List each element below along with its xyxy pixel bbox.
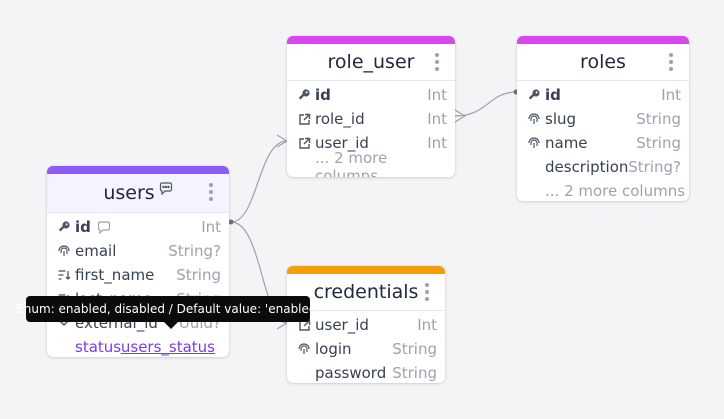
table-color-bar [287, 36, 455, 44]
column-name: email [75, 242, 117, 260]
column-type: Int [427, 110, 447, 128]
column-row[interactable]: description String? [517, 155, 689, 179]
column-name: slug [545, 110, 577, 128]
table-color-bar [517, 36, 689, 44]
column-type: String [636, 134, 681, 152]
more-columns-label: ... 2 more columns [545, 182, 686, 200]
more-options-icon[interactable] [669, 53, 673, 71]
fingerprint-icon [525, 112, 543, 126]
column-name: password [315, 364, 387, 382]
sort-icon [55, 268, 73, 282]
column-name: id [545, 86, 561, 104]
foreign-key-icon [295, 137, 313, 150]
column-type: Int [661, 86, 681, 104]
table-roles[interactable]: roles id Int slug String name String [517, 36, 689, 201]
table-color-bar [287, 266, 445, 274]
column-name: login [315, 340, 352, 358]
crowfoot-role-user [276, 134, 289, 148]
column-name: id [75, 218, 91, 236]
foreign-key-icon [295, 113, 313, 126]
column-row[interactable]: id Int [287, 83, 455, 107]
crowfoot-role-id [454, 109, 467, 123]
column-row[interactable]: id Int [517, 83, 689, 107]
column-row[interactable]: user_id Int [287, 131, 455, 155]
table-header[interactable]: users [47, 174, 229, 213]
column-row[interactable]: role_id Int [287, 107, 455, 131]
table-color-bar [47, 166, 229, 174]
chevron-icon [55, 317, 73, 329]
column-type: String [392, 364, 437, 382]
table-users[interactable]: users id Int email String? [47, 166, 229, 357]
column-type: Int [427, 86, 447, 104]
column-row[interactable]: password String [287, 361, 445, 383]
fingerprint-icon [55, 244, 73, 258]
column-type: String [176, 266, 221, 284]
more-options-icon[interactable] [425, 283, 429, 301]
column-row[interactable]: id Int [47, 215, 229, 239]
edge-endpoint-users-id [228, 219, 234, 225]
column-type: Int [427, 134, 447, 152]
column-name: name [545, 134, 588, 152]
column-name: user_id [315, 316, 369, 334]
column-row[interactable]: status users_status [47, 335, 229, 357]
column-type: String [392, 340, 437, 358]
column-name: status [75, 338, 122, 356]
column-name: user_id [315, 134, 369, 152]
column-type: String? [168, 242, 221, 260]
column-row[interactable]: first_name String [47, 263, 229, 287]
more-options-icon[interactable] [209, 183, 213, 201]
fingerprint-icon [295, 342, 313, 356]
enum-tooltip: Enum: enabled, disabled / Default value:… [16, 296, 320, 329]
table-title: role_user [327, 51, 415, 73]
comment-icon[interactable] [95, 220, 113, 234]
key-icon [525, 88, 543, 102]
column-row[interactable]: name String [517, 131, 689, 155]
table-header[interactable]: role_user [287, 44, 455, 81]
key-icon [55, 220, 73, 234]
table-credentials[interactable]: credentials user_id Int login String pas… [287, 266, 445, 383]
column-row[interactable]: email String? [47, 239, 229, 263]
enum-type-link[interactable]: users_status [120, 338, 215, 356]
table-title: roles [580, 51, 626, 73]
more-columns-label: ... 2 more columns [315, 149, 388, 177]
table-role-user[interactable]: role_user id Int role_id Int user_id Int… [287, 36, 455, 177]
more-columns-row[interactable]: ... 2 more columns [517, 179, 689, 201]
table-header[interactable]: roles [517, 44, 689, 81]
column-name: id [315, 86, 331, 104]
column-row[interactable]: slug String [517, 107, 689, 131]
edge-users-role-user [230, 140, 288, 223]
column-row[interactable]: login String [287, 337, 445, 361]
comment-icon[interactable] [159, 180, 173, 199]
column-type: String? [628, 158, 681, 176]
table-title: users [103, 182, 155, 204]
column-row[interactable]: user_id Int [287, 313, 445, 337]
fingerprint-icon [525, 136, 543, 150]
column-type: Int [201, 218, 221, 236]
column-name: role_id [315, 110, 365, 128]
more-options-icon[interactable] [435, 53, 439, 71]
column-name: first_name [75, 266, 155, 284]
table-title: credentials [313, 281, 419, 303]
column-name: description [545, 158, 629, 176]
key-icon [295, 88, 313, 102]
more-columns-row[interactable]: ... 2 more columns [287, 149, 455, 177]
table-header[interactable]: credentials [287, 274, 445, 311]
edge-role-user-roles [454, 91, 518, 117]
column-type: String [636, 110, 681, 128]
column-type: Int [417, 316, 437, 334]
